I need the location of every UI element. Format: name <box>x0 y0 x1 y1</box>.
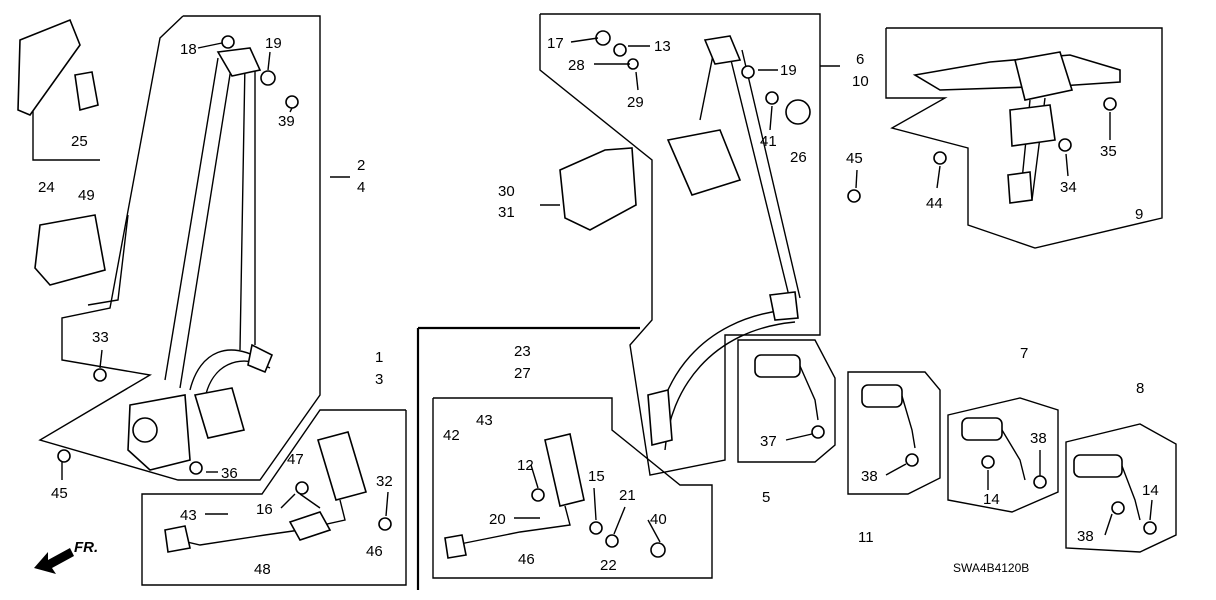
callout-10: 10 <box>852 73 869 90</box>
callout-12: 12 <box>517 457 534 474</box>
callout-21: 21 <box>619 487 636 504</box>
callout-3: 3 <box>375 371 383 388</box>
callout-45a: 45 <box>51 485 68 502</box>
callout-30: 30 <box>498 183 515 200</box>
callout-2: 2 <box>357 157 365 174</box>
diagram-code: SWA4B4120B <box>953 561 1029 575</box>
callout-14b: 14 <box>1142 482 1159 499</box>
callout-28: 28 <box>568 57 585 74</box>
callout-33: 33 <box>92 329 109 346</box>
callout-25: 25 <box>71 133 88 150</box>
callout-29: 29 <box>627 94 644 111</box>
callout-5: 5 <box>762 489 770 506</box>
callout-26: 26 <box>790 149 807 166</box>
callout-41: 41 <box>760 133 777 150</box>
callout-1: 1 <box>375 349 383 366</box>
callout-38a: 38 <box>861 468 878 485</box>
callout-46a: 46 <box>366 543 383 560</box>
group-outlines <box>32 13 1177 590</box>
callout-44: 44 <box>926 195 943 212</box>
callout-27: 27 <box>514 365 531 382</box>
callout-20: 20 <box>489 511 506 528</box>
callout-15: 15 <box>588 468 605 485</box>
covers-and-trim <box>17 18 811 286</box>
callout-17: 17 <box>547 35 564 52</box>
callout-19a: 19 <box>265 35 282 52</box>
callout-23: 23 <box>514 343 531 360</box>
small-buckles <box>754 354 1141 521</box>
callout-46b: 46 <box>518 551 535 568</box>
callout-34: 34 <box>1060 179 1077 196</box>
buckle-23-27 <box>444 433 585 559</box>
callout-48: 48 <box>254 561 271 578</box>
callout-37: 37 <box>760 433 777 450</box>
callout-31: 31 <box>498 204 515 221</box>
callout-35: 35 <box>1100 143 1117 160</box>
callout-18: 18 <box>180 41 197 58</box>
callout-labels: 1 2 3 4 5 6 7 8 9 10 11 12 13 14 14 15 1… <box>38 35 1159 578</box>
callout-11: 11 <box>858 529 874 546</box>
callout-13: 13 <box>654 38 671 55</box>
callout-9: 9 <box>1135 206 1143 223</box>
callout-43b: 43 <box>180 507 197 524</box>
callout-49: 49 <box>78 187 95 204</box>
rear-outer-belt-assembly <box>647 35 801 451</box>
callout-19b: 19 <box>780 62 797 79</box>
callout-40: 40 <box>650 511 667 528</box>
callout-8: 8 <box>1136 380 1144 397</box>
callout-7: 7 <box>1020 345 1028 362</box>
front-direction-marker: FR. <box>34 539 98 574</box>
callout-43a: 43 <box>476 412 493 429</box>
callout-47: 47 <box>287 451 304 468</box>
front-marker-label: FR. <box>74 539 98 556</box>
callout-16: 16 <box>256 501 273 518</box>
buckle-1-3 <box>164 431 368 553</box>
callout-39: 39 <box>278 113 295 130</box>
leader-lines <box>61 37 1153 543</box>
callout-6: 6 <box>856 51 864 68</box>
front-belt-assembly <box>127 47 274 471</box>
callout-38c: 38 <box>1077 528 1094 545</box>
callout-4: 4 <box>357 179 365 196</box>
fasteners <box>57 30 1157 558</box>
rear-center-belt-assembly <box>912 51 1121 204</box>
callout-42: 42 <box>443 427 460 444</box>
callout-14a: 14 <box>983 491 1000 508</box>
callout-38b: 38 <box>1030 430 1047 447</box>
callout-32: 32 <box>376 473 393 490</box>
callout-36: 36 <box>221 465 238 482</box>
callout-24: 24 <box>38 179 55 196</box>
callout-22: 22 <box>600 557 617 574</box>
callout-45b: 45 <box>846 150 863 167</box>
